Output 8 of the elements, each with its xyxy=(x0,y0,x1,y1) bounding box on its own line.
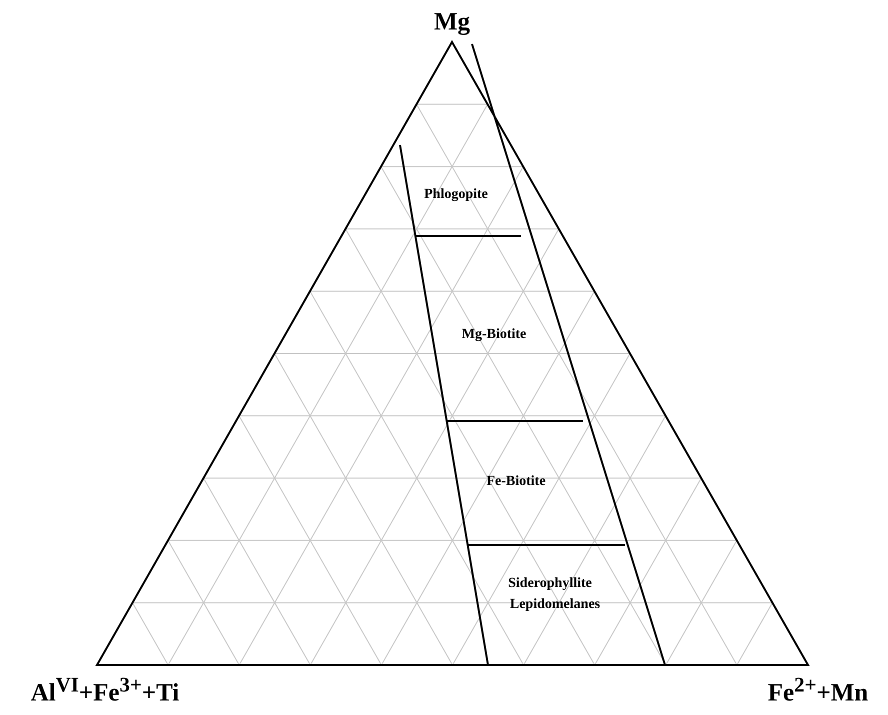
field-label: Mg-Biotite xyxy=(462,328,526,342)
field-label: Fe-Biotite xyxy=(486,475,546,489)
field-label: Lepidomelanes xyxy=(510,598,600,612)
vertex-label: Mg xyxy=(434,10,470,34)
field-label: Siderophyllite xyxy=(508,577,592,591)
vertex-label: Fe$^{2+}$+Mn xyxy=(768,674,868,706)
vertex-label: Al$^{VI}$+Fe$^{3+}$+Ti xyxy=(30,674,180,706)
field-label: Phlogopite xyxy=(424,188,488,202)
